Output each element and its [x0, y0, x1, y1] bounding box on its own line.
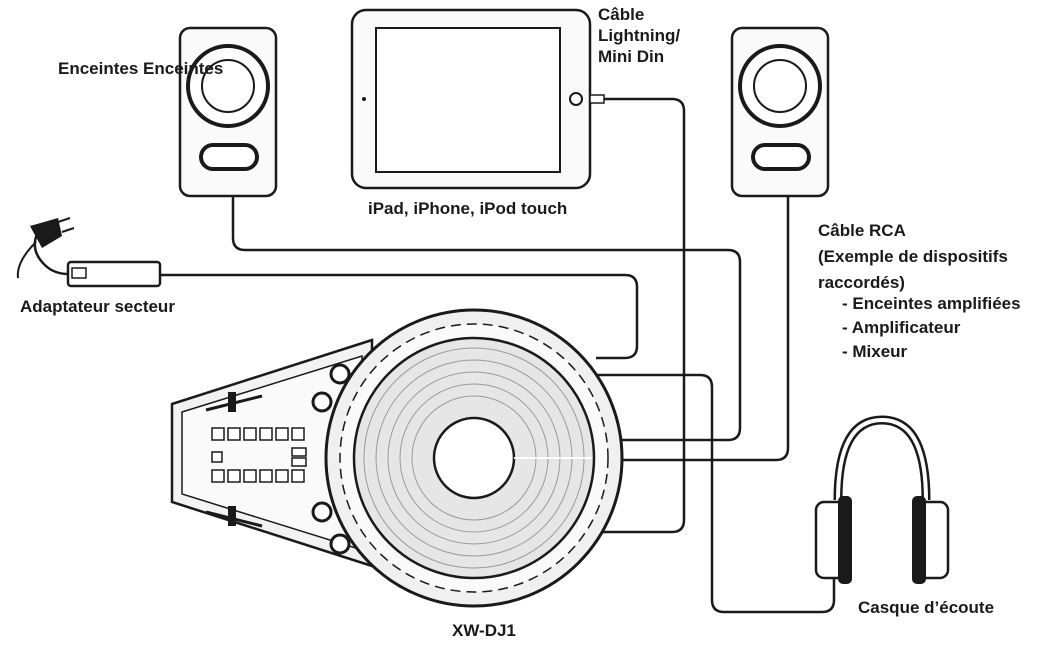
rca-cable-label: Câble RCA (Exemple de dispositifs raccor…: [818, 218, 1008, 296]
adapter-label: Adaptateur secteur: [20, 297, 175, 316]
headphones-label: Casque d’écoute: [858, 598, 995, 617]
xw-dj1-controller: [170, 308, 624, 608]
speakers-label: Enceintes Enceintes: [58, 59, 224, 78]
lightning-cable-label: Câble Lightning/ Mini Din: [598, 4, 680, 67]
rca-examples-list: - Enceintes amplifiées - Amplificateur -…: [842, 292, 1021, 364]
lightning-cable-line-3: Mini Din: [598, 47, 665, 66]
rca-example-3: - Mixeur: [842, 342, 908, 361]
lightning-cable-line-1: Câble: [598, 5, 645, 24]
left-speaker: [178, 26, 278, 198]
rca-cable-line-3: raccordés): [818, 273, 905, 292]
right-speaker: [730, 26, 830, 198]
power-adapter: [16, 217, 162, 288]
rca-cable-line-2: (Exemple de dispositifs: [818, 247, 1008, 266]
rca-cable-line-1: Câble RCA: [818, 221, 906, 240]
rca-example-1: - Enceintes amplifiées: [842, 294, 1021, 313]
device-label: XW-DJ1: [452, 621, 516, 640]
cables: [160, 97, 836, 614]
ipad-label: iPad, iPhone, iPod touch: [368, 199, 568, 218]
headphones: [814, 415, 950, 584]
lightning-cable-line-2: Lightning/: [598, 26, 681, 45]
ipad-device: [350, 8, 605, 190]
rca-example-2: - Amplificateur: [842, 318, 961, 337]
